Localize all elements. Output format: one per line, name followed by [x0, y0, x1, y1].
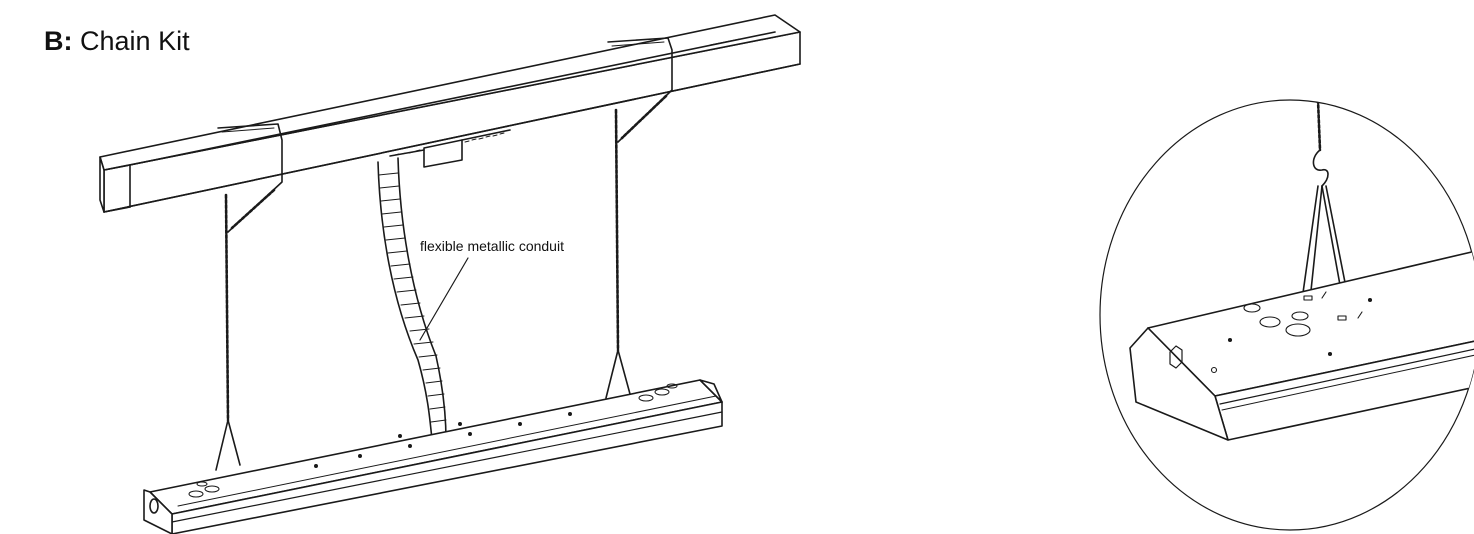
light-fixture: [143, 379, 723, 534]
conduit-callout-label: flexible metallic conduit: [418, 238, 566, 254]
flexible-conduit: [377, 157, 453, 446]
title-text: Chain Kit: [80, 26, 190, 56]
junction-box: [389, 129, 511, 168]
callout-leader: [419, 257, 469, 341]
right-chain: [605, 37, 673, 399]
left-chain: [215, 123, 283, 471]
detail-circle: [1099, 99, 1474, 531]
overhead-channel: [99, 14, 801, 213]
detail-view: [1099, 99, 1474, 531]
title-letter: B:: [44, 26, 73, 56]
diagram-title: B: Chain Kit: [44, 26, 190, 57]
